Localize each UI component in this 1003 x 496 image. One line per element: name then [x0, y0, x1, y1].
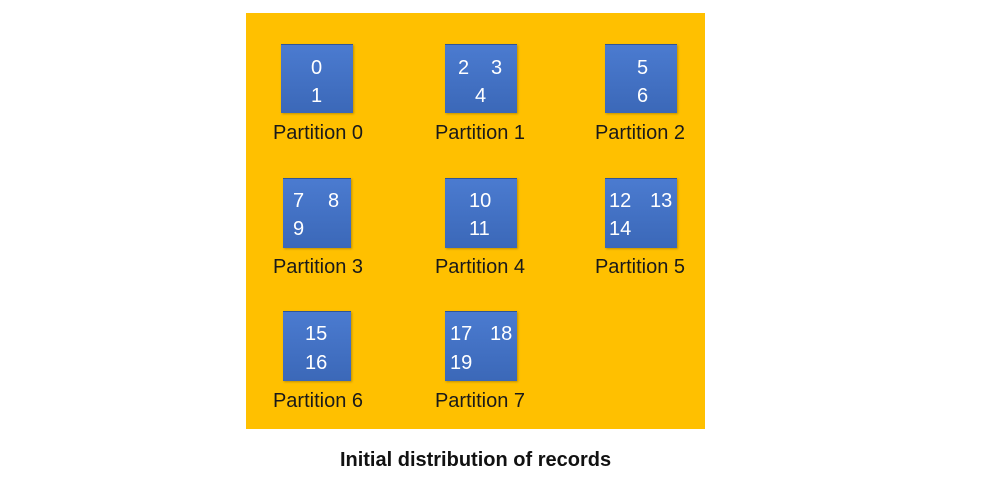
record-10: 10 — [469, 190, 492, 212]
record-16: 16 — [305, 352, 328, 374]
record-11: 11 — [469, 218, 490, 240]
record-9: 9 — [293, 218, 305, 240]
partition-2-label: Partition 2 — [594, 122, 686, 144]
partition-7-box: 17 18 19 — [445, 311, 517, 381]
partition-1-box: 2 3 4 — [445, 44, 517, 113]
partition-4-box: 10 11 — [445, 178, 517, 248]
partition-0-label: Partition 0 — [272, 122, 364, 144]
record-6: 6 — [637, 85, 649, 107]
record-18: 18 — [490, 323, 513, 345]
partition-7-label: Partition 7 — [434, 390, 526, 412]
partition-2-box: 5 6 — [605, 44, 677, 113]
record-19: 19 — [450, 352, 473, 374]
partition-4-label: Partition 4 — [434, 256, 526, 278]
record-14: 14 — [609, 218, 632, 240]
partition-6-label: Partition 6 — [272, 390, 364, 412]
record-8: 8 — [328, 190, 340, 212]
partition-6-box: 15 16 — [283, 311, 351, 381]
record-17: 17 — [450, 323, 473, 345]
record-4: 4 — [475, 85, 487, 107]
record-15: 15 — [305, 323, 328, 345]
partition-5-label: Partition 5 — [594, 256, 686, 278]
partition-5-box: 12 13 14 — [605, 178, 677, 248]
partition-1-label: Partition 1 — [434, 122, 526, 144]
partition-0-box: 0 1 — [281, 44, 353, 113]
partition-3-box: 7 8 9 — [283, 178, 351, 248]
record-3: 3 — [491, 57, 503, 79]
record-0: 0 — [311, 57, 323, 79]
record-12: 12 — [609, 190, 632, 212]
record-2: 2 — [458, 57, 470, 79]
record-1: 1 — [311, 85, 323, 107]
record-13: 13 — [650, 190, 673, 212]
partition-3-label: Partition 3 — [272, 256, 364, 278]
record-5: 5 — [637, 57, 649, 79]
record-7: 7 — [293, 190, 305, 212]
partition-grid-panel: 0 1 Partition 0 2 3 4 Partition 1 5 6 Pa… — [246, 13, 705, 429]
figure-caption: Initial distribution of records — [339, 449, 612, 471]
